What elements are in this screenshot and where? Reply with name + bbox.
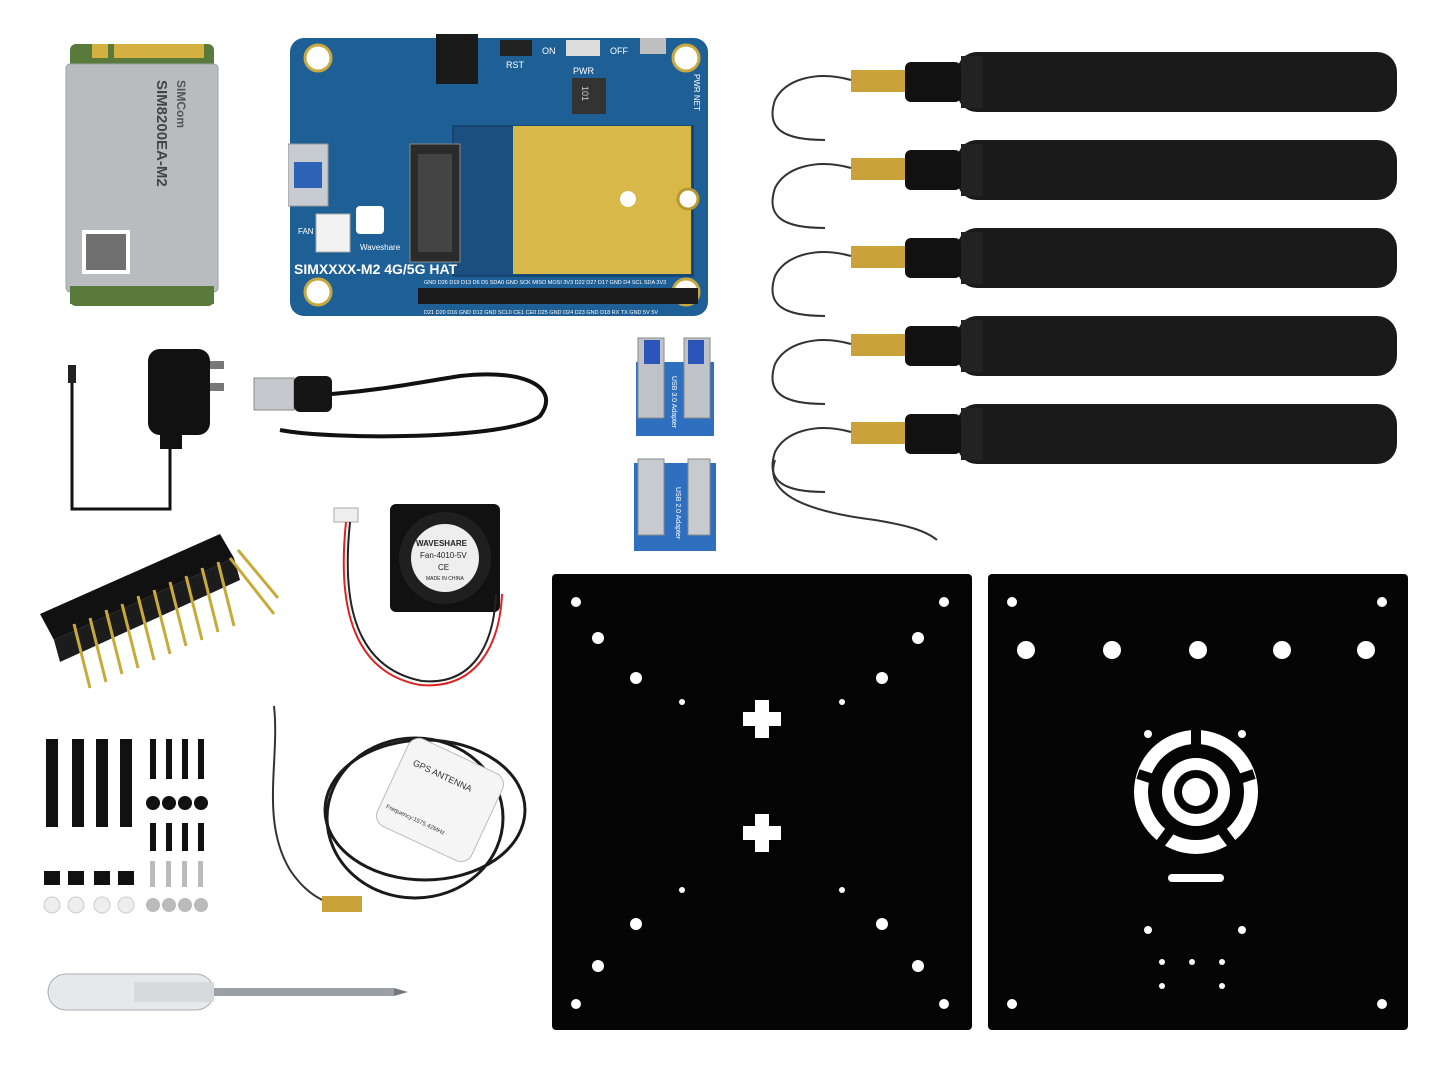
lte-antenna-group [771, 52, 1398, 541]
hat-pwr-net-label: PWR NET [692, 74, 701, 111]
lte-antenna [771, 52, 1397, 141]
gps-antenna: GPS ANTENNA Frequency:1575.42MHz [271, 705, 527, 912]
usb2-adapter: USB 2.0 Adapter [634, 458, 716, 551]
usb2-adapter-label: USB 2.0 Adapter [674, 487, 681, 540]
power-adapter [68, 349, 224, 511]
hat-inductor-label: 101 [580, 86, 590, 101]
hat-board-name: SIMXXXX-M2 4G/5G HAT [294, 261, 458, 277]
fan-ce: CE [438, 563, 449, 572]
lte-antenna [771, 139, 1398, 229]
module-model: SIM8200EA-M2 [153, 80, 170, 187]
lte-antenna [771, 227, 1398, 317]
fan-origin: MADE IN CHINA [426, 576, 464, 582]
usb3-adapter: USB 3.0 Adapter [636, 337, 714, 436]
cooling-fan: WAVESHARE Fan-4010-5V CE MADE IN CHINA [333, 504, 503, 687]
hat-logo-text: Waveshare [360, 243, 401, 252]
lte-antenna [771, 315, 1398, 405]
hat-rst-label: RST [506, 60, 525, 70]
screws [146, 739, 208, 912]
hat-pins-top: GND D26 D19 D13 D6 D5 SDA0 GND SCK MISO … [424, 280, 666, 286]
usb3-adapter-label: USB 3.0 Adapter [670, 376, 677, 429]
lte-antenna [771, 403, 1398, 493]
screwdriver [47, 973, 408, 1011]
5g-module: SIMCom SIM8200EA-M2 [65, 44, 219, 306]
pin-header [40, 534, 280, 689]
hat-on-label: ON [542, 46, 556, 56]
hat-pwr-label: PWR [573, 66, 594, 76]
hat-fan-label: FAN [298, 227, 314, 236]
acrylic-plate [552, 574, 972, 1030]
acrylic-plate [988, 574, 1408, 1030]
hat-pins-bottom: D21 D20 D16 GND D12 GND SCL0 CE1 CE0 D25… [424, 310, 658, 316]
fan-model: Fan-4010-5V [420, 551, 467, 560]
module-brand: SIMCom [174, 80, 188, 128]
standoffs [43, 739, 135, 914]
hat-off-label: OFF [610, 46, 628, 56]
usb-cable [253, 372, 548, 439]
fan-brand: WAVESHARE [416, 539, 468, 548]
lte-hat-board: SIMXXXX-M2 4G/5G HAT Waveshare RST ON OF… [288, 34, 708, 316]
